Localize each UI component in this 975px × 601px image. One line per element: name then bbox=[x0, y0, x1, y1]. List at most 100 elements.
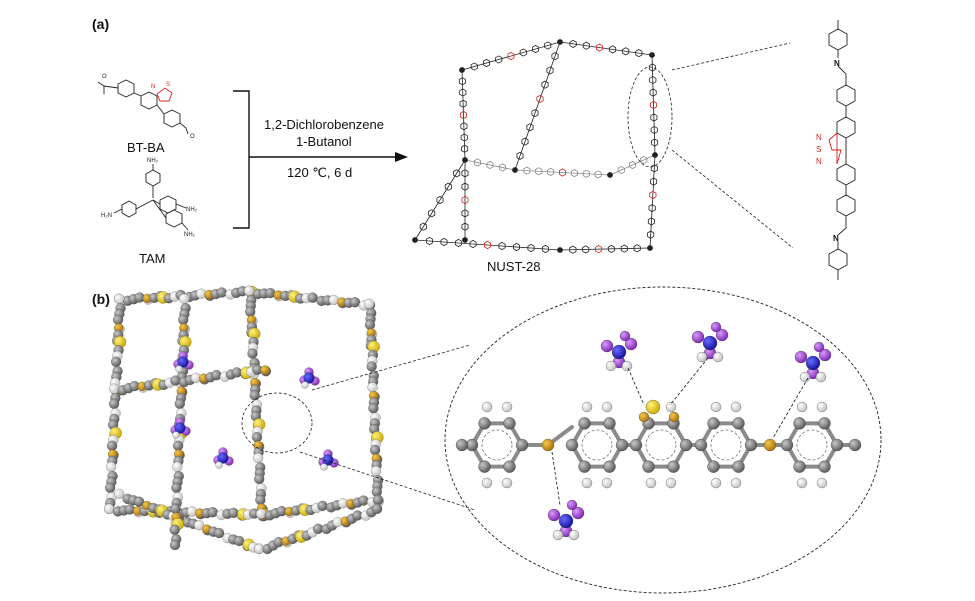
framework-bond bbox=[414, 159, 466, 241]
atom-C bbox=[603, 460, 616, 473]
atom-H bbox=[481, 401, 493, 413]
atom-P bbox=[566, 499, 578, 511]
product-nust-28-label: NUST-28 bbox=[487, 259, 541, 274]
atom-H bbox=[105, 461, 117, 472]
atom-C bbox=[578, 460, 591, 473]
framework-ring bbox=[542, 244, 549, 254]
atom-C bbox=[707, 460, 720, 473]
framework-ring bbox=[523, 166, 531, 175]
framework-ring bbox=[582, 41, 590, 50]
framework-ring bbox=[461, 144, 469, 153]
atom-H bbox=[113, 488, 125, 499]
atom-C bbox=[231, 367, 242, 378]
atom-C bbox=[372, 494, 384, 506]
atom-B bbox=[177, 356, 189, 368]
atom-H bbox=[665, 401, 677, 413]
framework-ring bbox=[569, 39, 577, 48]
atom-H bbox=[172, 431, 180, 439]
h-bond bbox=[772, 377, 809, 439]
framework-ring bbox=[532, 44, 539, 54]
atom-C bbox=[707, 417, 720, 430]
framework-ring bbox=[622, 47, 630, 56]
framework-bond bbox=[461, 41, 561, 71]
atom-C bbox=[214, 527, 225, 539]
atom-H bbox=[796, 477, 808, 489]
framework-ring bbox=[425, 236, 434, 246]
zoom-ellipse-b bbox=[241, 392, 313, 454]
atom-H bbox=[552, 529, 564, 541]
atom-C bbox=[178, 314, 189, 325]
framework-node bbox=[557, 247, 563, 253]
zoom-line-a-top bbox=[671, 42, 791, 71]
framework-ring bbox=[647, 230, 655, 239]
atom-C bbox=[370, 444, 381, 456]
framework-node bbox=[649, 52, 655, 58]
atom-H bbox=[605, 360, 617, 372]
atom-H bbox=[730, 401, 742, 413]
framework-ring bbox=[531, 109, 539, 118]
atom-H bbox=[244, 285, 255, 296]
atom-C bbox=[106, 440, 118, 451]
atom-H bbox=[175, 365, 183, 373]
framework-ring bbox=[459, 99, 467, 108]
atom-P bbox=[715, 328, 729, 342]
atom-C bbox=[694, 438, 708, 452]
linker-zoom-structure: N N bbox=[828, 20, 856, 280]
reactant-tam-label: TAM bbox=[139, 251, 166, 266]
framework-ring bbox=[648, 204, 656, 213]
framework-ring bbox=[594, 170, 602, 179]
tam-nh2-top: NH₂ bbox=[147, 158, 159, 164]
framework-node bbox=[607, 172, 613, 178]
atom-H bbox=[215, 461, 223, 469]
framework-ring bbox=[469, 239, 477, 249]
framework-ring bbox=[582, 245, 590, 254]
thiadiazole-s-label: S bbox=[166, 82, 170, 88]
atom-N bbox=[541, 438, 555, 452]
atom-B bbox=[702, 335, 718, 351]
framework-ring bbox=[498, 163, 507, 172]
framework-node bbox=[647, 245, 653, 251]
framework-ring bbox=[495, 55, 503, 64]
atom-H bbox=[481, 477, 493, 489]
framework-ring bbox=[440, 237, 448, 247]
framework-ring bbox=[486, 160, 494, 170]
atom-C bbox=[207, 507, 218, 518]
framework-ring bbox=[640, 155, 648, 165]
framework-ring bbox=[582, 169, 590, 178]
framework-ring bbox=[620, 244, 628, 253]
framework-ring bbox=[461, 182, 469, 191]
atom-H bbox=[730, 477, 742, 489]
atom-C bbox=[793, 460, 806, 473]
zoom-line-a-bottom bbox=[671, 149, 794, 249]
zoom-line-b-top bbox=[311, 344, 471, 391]
atom-H bbox=[194, 520, 205, 531]
framework-ring bbox=[444, 182, 452, 191]
atom-B bbox=[558, 513, 574, 529]
framework-bond bbox=[514, 41, 561, 171]
atom-S bbox=[645, 399, 661, 415]
framework-node bbox=[652, 152, 658, 158]
atom-H bbox=[816, 401, 828, 413]
atom-C bbox=[732, 417, 745, 430]
atom-C bbox=[249, 390, 260, 401]
condition-solvent1: 1,2-Dichlorobenzene bbox=[264, 117, 384, 132]
atom-C bbox=[629, 438, 643, 452]
framework-bond bbox=[414, 239, 561, 251]
framework-ring bbox=[559, 168, 566, 177]
atom-H bbox=[253, 452, 264, 464]
atom-H bbox=[320, 463, 328, 471]
atom-P bbox=[547, 508, 561, 522]
atom-B bbox=[217, 452, 229, 464]
framework-ring bbox=[526, 123, 534, 132]
atom-C bbox=[732, 460, 745, 473]
framework-ring bbox=[595, 245, 603, 254]
atom-N bbox=[668, 411, 680, 423]
atom-C bbox=[110, 356, 122, 367]
framework-ring bbox=[649, 88, 657, 97]
atom-H bbox=[665, 477, 677, 489]
h-bond bbox=[627, 367, 645, 406]
framework-node bbox=[462, 157, 468, 163]
atom-C bbox=[818, 460, 831, 473]
atom-P bbox=[571, 506, 585, 520]
